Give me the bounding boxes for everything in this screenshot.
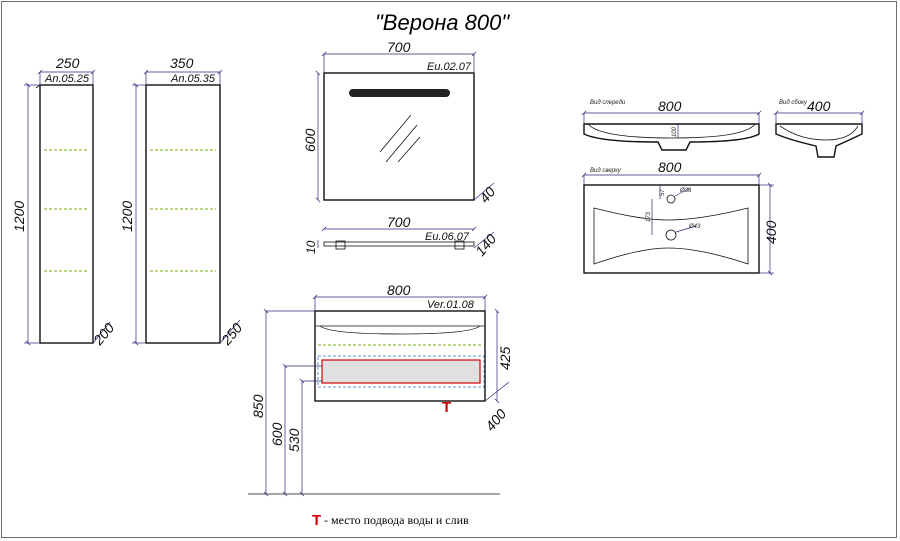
floor-height-530: 530 [286, 428, 302, 452]
sink-front-width: 800 [658, 98, 682, 114]
glass-shelf-width: 700 [387, 214, 411, 230]
drawing-title: "Верона 800" [375, 10, 510, 35]
cabinet-wide-width: 350 [170, 55, 194, 71]
cabinet-narrow-code: An.05.25 [44, 73, 90, 85]
vanity-code: Ver.01.08 [427, 299, 475, 311]
sink-top-width: 800 [658, 159, 682, 175]
glass-shelf-body [323, 241, 475, 247]
vanity-drawer-pipe [321, 359, 481, 384]
cabinet-narrow: 250 An.05.25 1200 200 [11, 55, 117, 349]
sink-top-view-label: Вид сверху [590, 168, 622, 174]
glass-shelf: 700 Eu.06.07 10 140 [304, 214, 499, 259]
mirror-depth: 40 [476, 184, 498, 206]
mirror-code: Eu.02.07 [427, 61, 472, 73]
cabinet-narrow-body [39, 84, 94, 344]
vanity-width: 800 [387, 282, 411, 298]
mirror-height: 600 [302, 128, 318, 152]
cabinet-wide: 350 An.05.35 1200 250 [119, 55, 245, 349]
mirror: 700 Eu.02.07 600 40 [302, 39, 498, 206]
sink-side-view: Вид сбоку 400 [773, 98, 865, 158]
vanity-unit: 800 Ver.01.08 425 400 850 600 530 T [248, 282, 513, 497]
cabinet-wide-code: An.05.35 [170, 73, 216, 85]
sink-front-view: Вид спереди 800 100 [581, 98, 762, 151]
cabinet-narrow-width: 250 [55, 55, 80, 71]
legend: T - место подвода воды и слив [312, 512, 469, 529]
glass-shelf-code: Eu.06.07 [425, 231, 470, 243]
vanity-depth: 400 [482, 406, 509, 434]
sink-top-diameter-43: Ø43 [688, 224, 701, 230]
mirror-width: 700 [387, 39, 411, 55]
sink-side-width: 400 [807, 98, 831, 114]
sink-top-dim-57: 57 [660, 189, 666, 196]
water-supply-marker: T [442, 399, 451, 416]
glass-shelf-depth: 140 [472, 231, 499, 259]
sink-top-depth: 400 [763, 220, 779, 244]
sink-side-view-label: Вид сбоку [779, 100, 808, 106]
cabinet-wide-depth: 250 [217, 320, 245, 349]
sink-front-view-label: Вид спереди [590, 100, 626, 106]
vanity-height: 425 [497, 346, 513, 370]
sink-top-body [583, 184, 760, 274]
sink-top-dim-173: 173 [646, 211, 652, 222]
sink-top-view: Вид сверху 800 400 Ø36 Ø43 57 173 [581, 159, 779, 276]
sink-top-diameter-36: Ø36 [679, 188, 692, 194]
sink-front-inner: 100 [672, 126, 678, 137]
cabinet-narrow-height: 1200 [11, 201, 27, 232]
cabinet-wide-body [145, 84, 221, 344]
floor-height-850: 850 [250, 394, 266, 418]
mirror-lamp [349, 89, 450, 97]
legend-text: - место подвода воды и слив [324, 513, 469, 527]
legend-marker: T [312, 512, 321, 529]
floor-height-600: 600 [269, 422, 285, 446]
glass-shelf-height: 10 [304, 240, 318, 254]
cabinet-wide-height: 1200 [119, 201, 135, 232]
